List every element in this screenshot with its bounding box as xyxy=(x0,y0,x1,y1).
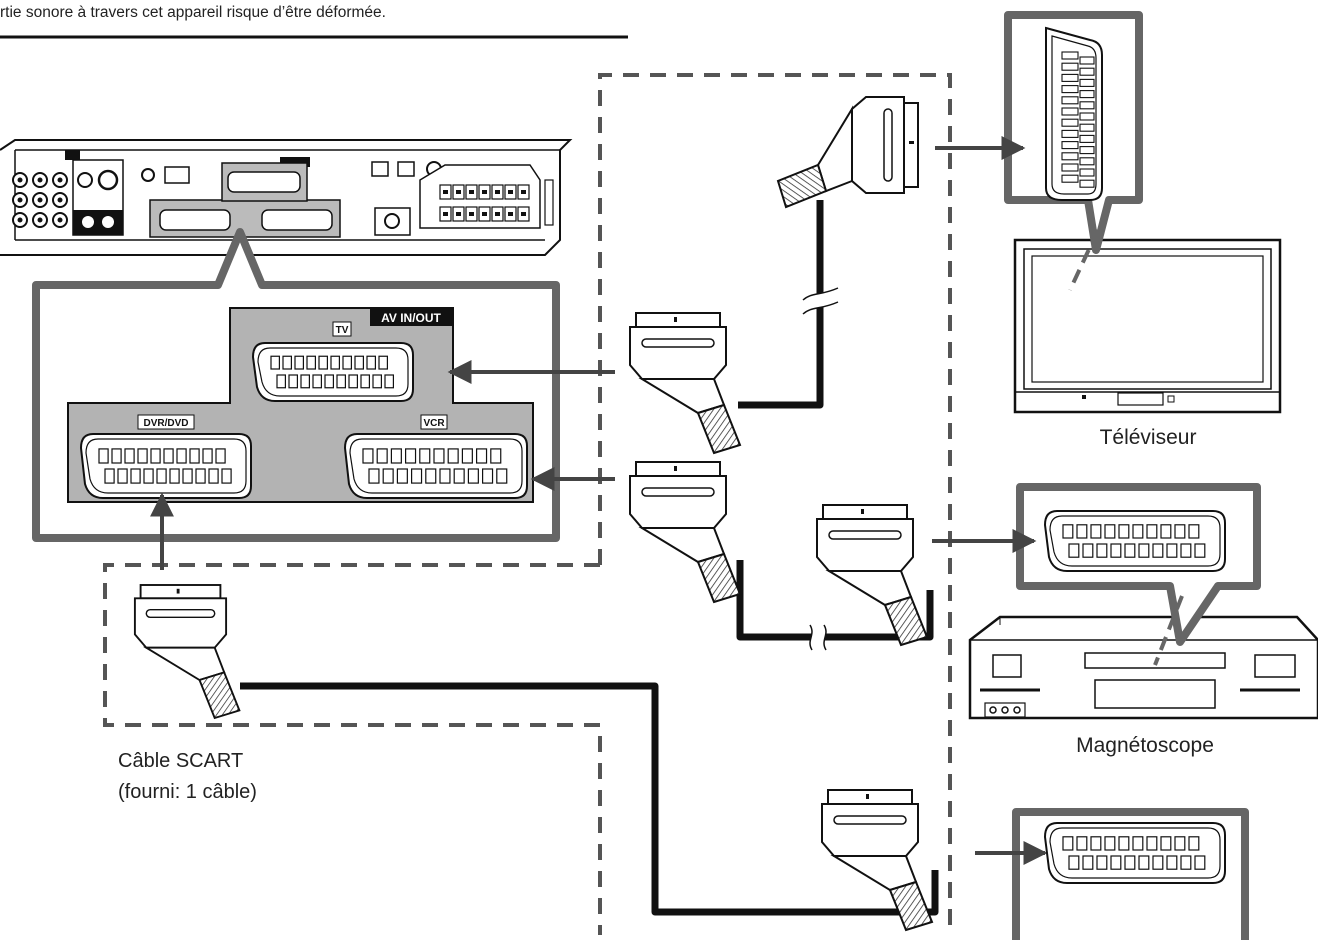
tv-leader xyxy=(1068,229,1100,291)
vcr-unit xyxy=(968,615,1318,720)
connection-arrows xyxy=(150,136,1048,865)
tv-port xyxy=(251,342,414,402)
tv-device-label: Téléviseur xyxy=(1100,426,1197,449)
scart-cable-label: Câble SCART xyxy=(118,750,243,772)
vcr-leader xyxy=(1153,595,1184,666)
scart-cables xyxy=(240,200,939,916)
cable-break-marks xyxy=(802,287,839,651)
scart-plug-tv-side xyxy=(629,312,742,455)
av-inout-label: AV IN/OUT xyxy=(381,311,441,325)
scart-plug-vcr-device xyxy=(816,504,929,647)
tv-scart-socket xyxy=(1045,26,1103,201)
scart-plug-dvr-device xyxy=(821,789,934,932)
scart-cable-note: (fourni: 1 câble) xyxy=(118,781,257,803)
tv-port-label: TV xyxy=(336,325,349,336)
vcr-scart-socket xyxy=(1043,510,1226,572)
vcr-port-label: VCR xyxy=(423,418,445,429)
dashed-boundary xyxy=(103,73,952,935)
dvr-port xyxy=(79,433,252,499)
vcr-device-label: Magnétoscope xyxy=(1076,734,1214,757)
scart-plug-vcr-side xyxy=(629,461,742,604)
recorder-rear-panel xyxy=(0,139,573,256)
av-inout-label-bg xyxy=(370,308,453,326)
dvr-scart-socket xyxy=(1043,822,1226,884)
dvr-port-label: DVR/DVD xyxy=(143,418,188,429)
vcr-port xyxy=(343,433,528,499)
scart-plug-tv-device xyxy=(776,96,919,209)
scart-plug-dvr-side xyxy=(133,584,241,720)
tv-monitor xyxy=(1013,238,1282,414)
header-note: rtie sonore à travers cet appareil risqu… xyxy=(0,4,386,21)
